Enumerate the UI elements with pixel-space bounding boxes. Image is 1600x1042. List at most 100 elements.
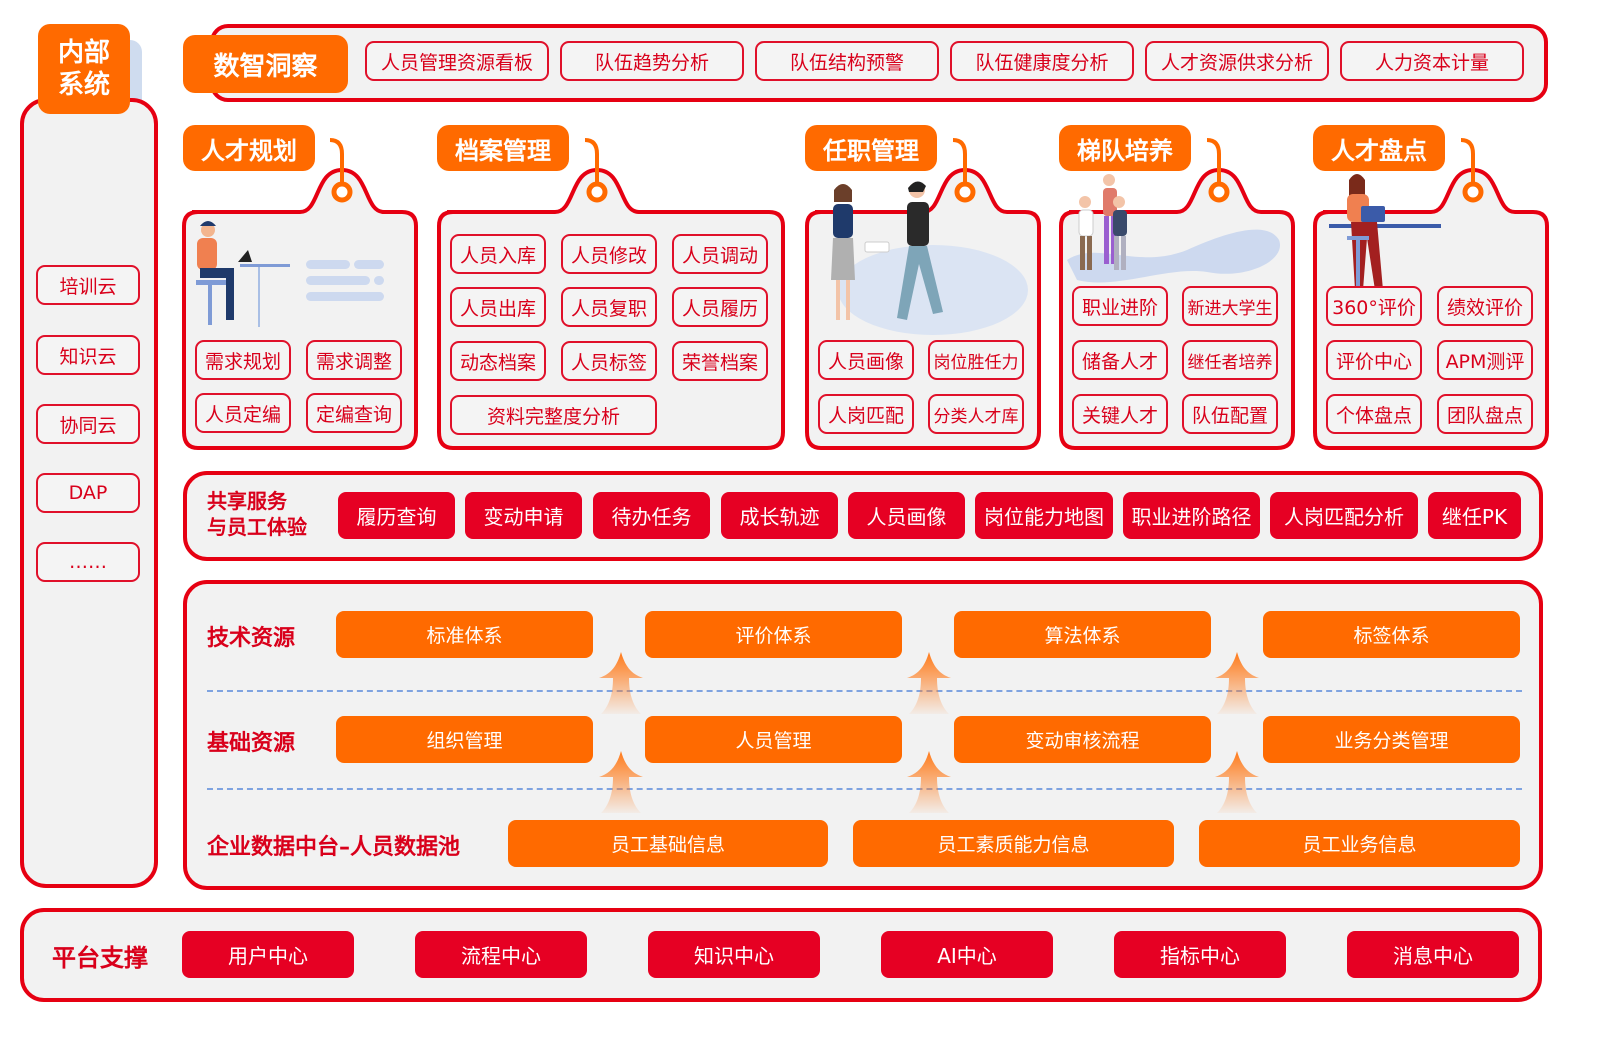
platform-item-metrics-center[interactable]: 指标中心 — [1114, 931, 1286, 978]
module-item[interactable]: 队伍配置 — [1182, 394, 1278, 434]
shared-item-ability-map[interactable]: 岗位能力地图 — [975, 492, 1113, 539]
tag-hole-icon — [586, 181, 608, 203]
shared-item-profile[interactable]: 人员画像 — [848, 492, 965, 539]
module-item[interactable]: 人岗匹配 — [818, 394, 914, 434]
team-illustration — [1067, 174, 1281, 283]
module-title-appointment: 任职管理 — [805, 125, 937, 171]
module-item[interactable]: 人员修改 — [561, 234, 657, 274]
module-item[interactable]: 关键人才 — [1072, 394, 1168, 434]
tag-string — [329, 138, 344, 184]
woman-laptop-illustration — [1329, 174, 1441, 290]
tech-item[interactable]: 评价体系 — [645, 611, 902, 658]
platform-item-user-center[interactable]: 用户中心 — [182, 931, 354, 978]
insight-item-capital-measure[interactable]: 人力资本计量 — [1340, 41, 1524, 81]
insight-item-supply-demand[interactable]: 人才资源供求分析 — [1145, 41, 1329, 81]
module-item[interactable]: 人员入库 — [450, 234, 546, 274]
base-item[interactable]: 组织管理 — [336, 716, 593, 763]
data-item[interactable]: 员工素质能力信息 — [853, 820, 1174, 867]
module-item[interactable]: 需求规划 — [195, 340, 291, 380]
sidebar-item-knowledge-cloud[interactable]: 知识云 — [36, 335, 140, 375]
shared-item-succession-pk[interactable]: 继任PK — [1428, 492, 1521, 539]
module-title-inventory: 人才盘点 — [1313, 125, 1445, 171]
shared-item-career-path[interactable]: 职业进阶路径 — [1123, 492, 1260, 539]
sidebar-item-training-cloud[interactable]: 培训云 — [36, 265, 140, 305]
shared-item-change-request[interactable]: 变动申请 — [465, 492, 582, 539]
handshake-illustration — [831, 181, 1028, 335]
module-item[interactable]: 人员画像 — [818, 340, 914, 380]
module-item[interactable]: 人员履历 — [672, 287, 768, 327]
shared-label-line1: 共享服务 — [207, 489, 287, 513]
data-item[interactable]: 员工业务信息 — [1199, 820, 1520, 867]
insight-item-structure-warning[interactable]: 队伍结构预警 — [755, 41, 939, 81]
module-item[interactable]: 储备人才 — [1072, 340, 1168, 380]
module-item[interactable]: 需求调整 — [306, 340, 402, 380]
shared-item-todo[interactable]: 待办任务 — [593, 492, 710, 539]
sidebar-title-line1: 内部 — [57, 38, 110, 68]
base-item[interactable]: 人员管理 — [645, 716, 902, 763]
module-item[interactable]: 人员复职 — [561, 287, 657, 327]
module-item[interactable]: 人员定编 — [195, 393, 291, 433]
base-resources-label: 基础资源 — [207, 731, 296, 756]
data-item[interactable]: 员工基础信息 — [508, 820, 828, 867]
divider-line — [207, 690, 1522, 692]
module-item[interactable]: 360°评价 — [1326, 286, 1422, 326]
platform-item-process-center[interactable]: 流程中心 — [415, 931, 587, 978]
divider-line — [207, 788, 1522, 790]
base-item[interactable]: 变动审核流程 — [954, 716, 1211, 763]
insight-title: 数智洞察 — [183, 35, 348, 93]
up-arrow-icon — [907, 751, 951, 813]
sidebar-item-more[interactable]: …… — [36, 542, 140, 582]
module-item[interactable]: 人员调动 — [672, 234, 768, 274]
module-item[interactable]: 团队盘点 — [1437, 394, 1533, 434]
platform-label: 平台支撑 — [52, 944, 148, 972]
up-arrow-icon — [599, 751, 643, 813]
insight-item-trend-analysis[interactable]: 队伍趋势分析 — [560, 41, 744, 81]
module-title-archive: 档案管理 — [437, 125, 569, 171]
tech-item[interactable]: 标签体系 — [1263, 611, 1520, 658]
module-item[interactable]: 分类人才库 — [928, 394, 1024, 434]
shared-services-label: 共享服务 与员工体验 — [207, 488, 307, 540]
up-arrow-icon — [907, 652, 951, 714]
tag-hole-icon — [954, 181, 976, 203]
insight-item-resource-board[interactable]: 人员管理资源看板 — [365, 41, 549, 81]
data-pool-label: 企业数据中台–人员数据池 — [207, 835, 461, 860]
module-item[interactable]: 人员出库 — [450, 287, 546, 327]
tag-hole-icon — [1208, 181, 1230, 203]
module-item[interactable]: 绩效评价 — [1437, 286, 1533, 326]
tech-resources-label: 技术资源 — [207, 626, 296, 651]
module-item[interactable]: 人员标签 — [561, 341, 657, 381]
base-item[interactable]: 业务分类管理 — [1263, 716, 1520, 763]
module-item[interactable]: 继任者培养 — [1182, 340, 1278, 380]
insight-item-health-analysis[interactable]: 队伍健康度分析 — [950, 41, 1134, 81]
module-item[interactable]: 个体盘点 — [1326, 394, 1422, 434]
up-arrow-icon — [599, 652, 643, 714]
tech-item[interactable]: 标准体系 — [336, 611, 593, 658]
module-item[interactable]: 荣誉档案 — [672, 341, 768, 381]
module-title-talent-planning: 人才规划 — [183, 125, 315, 171]
tag-hole-icon — [331, 181, 353, 203]
module-item[interactable]: 资料完整度分析 — [450, 395, 657, 435]
module-item[interactable]: APM测评 — [1437, 340, 1533, 380]
platform-item-message-center[interactable]: 消息中心 — [1347, 931, 1519, 978]
shared-item-resume-query[interactable]: 履历查询 — [338, 492, 455, 539]
tech-item[interactable]: 算法体系 — [954, 611, 1211, 658]
shared-item-growth-track[interactable]: 成长轨迹 — [721, 492, 838, 539]
module-item[interactable]: 岗位胜任力 — [928, 340, 1024, 380]
tag-hole-icon — [1462, 181, 1484, 203]
module-item[interactable]: 新进大学生 — [1182, 286, 1278, 326]
module-item[interactable]: 动态档案 — [450, 341, 546, 381]
module-item[interactable]: 评价中心 — [1326, 340, 1422, 380]
up-arrow-icon — [1215, 751, 1259, 813]
sidebar-item-collab-cloud[interactable]: 协同云 — [36, 404, 140, 444]
platform-item-ai-center[interactable]: AI中心 — [881, 931, 1053, 978]
sidebar-title-line2: 系统 — [57, 70, 110, 100]
module-item[interactable]: 定编查询 — [306, 393, 402, 433]
up-arrow-icon — [1215, 652, 1259, 714]
internal-systems-title: 内部 系统 — [38, 24, 130, 114]
shared-label-line2: 与员工体验 — [207, 515, 307, 539]
shared-item-match-analysis[interactable]: 人岗匹配分析 — [1270, 492, 1418, 539]
platform-item-knowledge-center[interactable]: 知识中心 — [648, 931, 820, 978]
sidebar-item-dap[interactable]: DAP — [36, 473, 140, 513]
module-title-echelon: 梯队培养 — [1059, 125, 1191, 171]
module-item[interactable]: 职业进阶 — [1072, 286, 1168, 326]
